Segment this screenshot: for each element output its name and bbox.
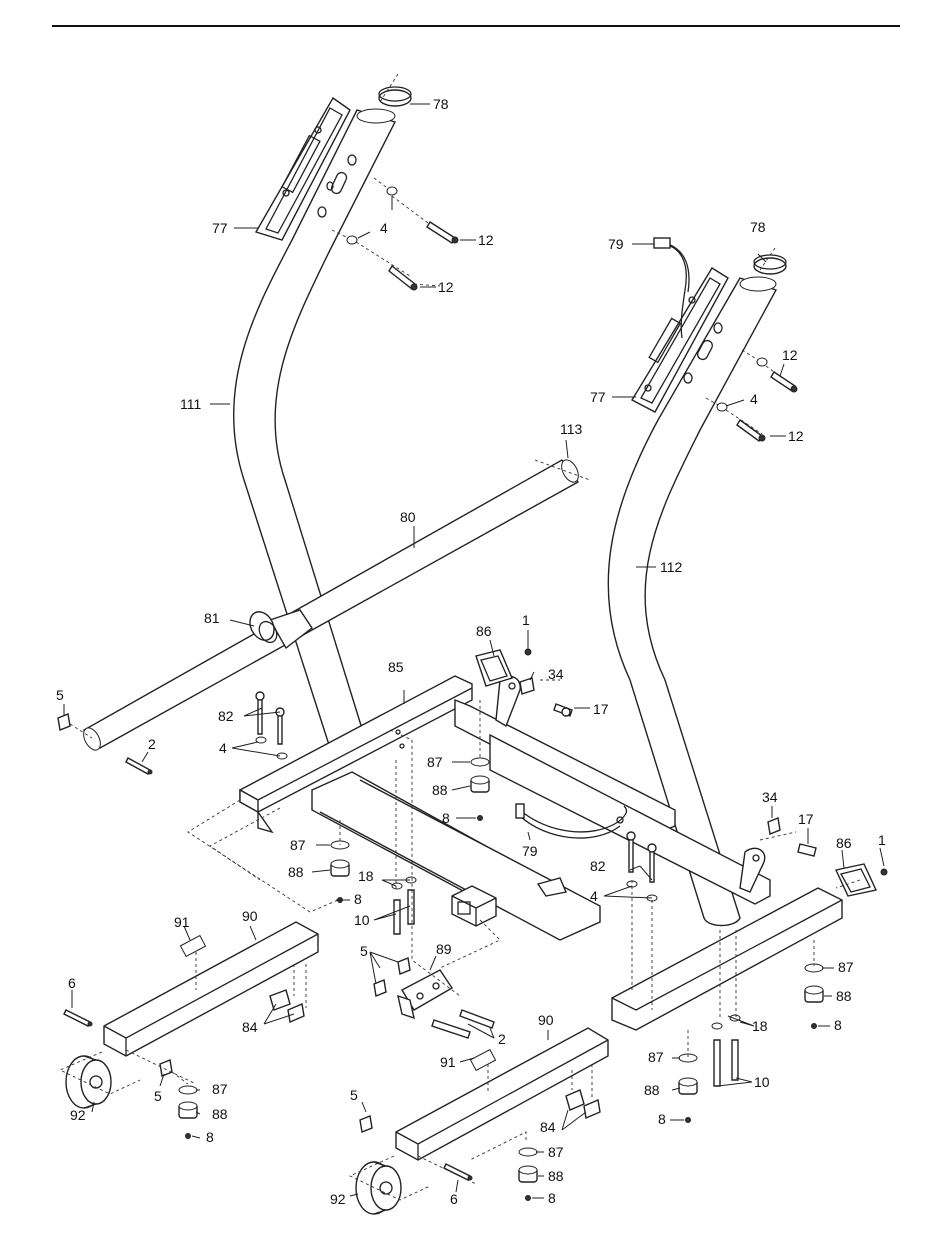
label-1-front: 1 [878,832,886,848]
label-91-left: 91 [174,914,190,930]
wheel-housing-90-left [104,922,318,1056]
label-10-right: 10 [754,1074,770,1090]
label-1-rear: 1 [522,612,530,628]
label-12-right-upper: 12 [782,347,798,363]
label-88-front-right: 88 [836,988,852,1004]
label-86-rear: 86 [476,623,492,639]
label-8-front-right: 8 [834,1017,842,1033]
label-84-left: 84 [242,1019,258,1035]
label-77-left: 77 [212,220,228,236]
label-87-center-right: 87 [648,1049,664,1065]
label-81: 81 [204,610,220,626]
label-88-right-wheel: 88 [548,1168,564,1184]
label-79-lower: 79 [522,843,538,859]
label-82-left: 82 [218,708,234,724]
label-18-right: 18 [752,1018,768,1034]
label-79-top: 79 [608,236,624,252]
label-92-right: 92 [330,1191,346,1207]
label-86-front: 86 [836,835,852,851]
label-84-right: 84 [540,1119,556,1135]
top-cap-78-right [754,255,786,274]
label-87-rear: 87 [427,754,443,770]
label-4-right: 4 [750,391,758,407]
label-5-left-crossbar: 5 [56,687,64,703]
label-10-left: 10 [354,912,370,928]
label-87-front-right: 87 [838,959,854,975]
wheel-housing-90-right [396,1028,608,1160]
label-8-center-right: 8 [658,1111,666,1127]
label-12-right-lower: 12 [788,428,804,444]
label-87-mid: 87 [290,837,306,853]
label-12-left-lower: 12 [438,279,454,295]
label-17-rear: 17 [593,701,609,717]
label-87-left-wheel: 87 [212,1081,228,1097]
label-78-left: 78 [433,96,449,112]
label-5-right-wheel: 5 [350,1087,358,1103]
label-5-left-wheel: 5 [154,1088,162,1104]
label-78-right: 78 [750,219,766,235]
end-cap-86-front [836,864,876,896]
label-112: 112 [660,559,683,575]
label-87-right-wheel: 87 [548,1144,564,1160]
label-34-front: 34 [762,789,778,805]
label-8-rear: 8 [442,810,450,826]
label-8-right-wheel: 8 [548,1190,556,1206]
label-92-left: 92 [70,1107,86,1123]
label-2-crossbar: 2 [148,736,156,752]
label-91-right: 91 [440,1054,456,1070]
label-77-right: 77 [590,389,606,405]
label-85: 85 [388,659,404,675]
label-12-left-upper: 12 [478,232,494,248]
wheel-92-right [356,1162,401,1214]
label-89: 89 [436,941,452,957]
label-4-left: 4 [380,220,388,236]
label-80: 80 [400,509,416,525]
label-88-center-right: 88 [644,1082,660,1098]
label-6-left: 6 [68,975,76,991]
label-4-base-right: 4 [590,888,598,904]
label-17-front: 17 [798,811,814,827]
wheel-92-left [66,1056,111,1108]
label-88-rear: 88 [432,782,448,798]
label-8-mid: 8 [354,891,362,907]
label-111: 111 [180,396,201,412]
label-88-left-wheel: 88 [212,1106,228,1122]
label-18-left: 18 [358,868,374,884]
label-88-mid: 88 [288,864,304,880]
label-2-bracket: 2 [498,1031,506,1047]
label-4-base-left: 4 [219,740,227,756]
label-6-right: 6 [450,1191,458,1207]
label-90-right: 90 [538,1012,554,1028]
label-82-right: 82 [590,858,606,874]
label-113: 113 [560,421,583,437]
label-5-bracket: 5 [360,943,368,959]
label-34-rear: 34 [548,666,564,682]
label-8-left-wheel: 8 [206,1129,214,1145]
label-90-left: 90 [242,908,258,924]
